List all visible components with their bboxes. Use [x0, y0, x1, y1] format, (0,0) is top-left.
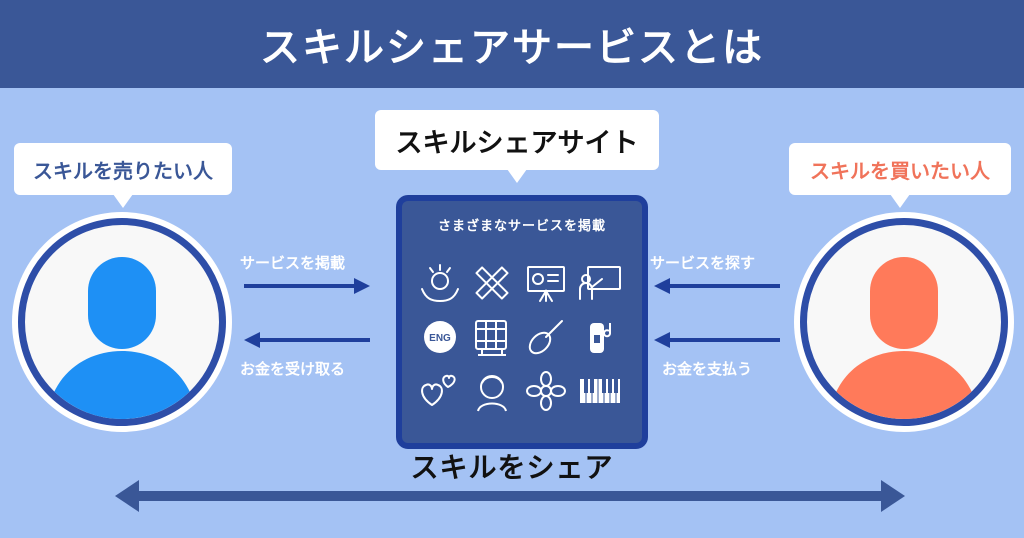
- teaching-icon: [579, 266, 621, 300]
- skill-share-site-box: さまざまなサービスを掲載 ENG: [396, 195, 648, 449]
- buyer-label-bubble: スキルを買いたい人: [789, 143, 1011, 208]
- buyer-avatar: [800, 218, 1008, 426]
- seller-receive-label: お金を受け取る: [240, 360, 346, 378]
- seller-post-arrow: [244, 278, 370, 294]
- buyer-label: スキルを買いたい人: [810, 158, 990, 183]
- site-label-bubble: スキルシェアサイト: [375, 110, 659, 183]
- love-advice-icon: [421, 374, 456, 406]
- share-label: スキルをシェア: [410, 451, 614, 484]
- buyer-search-arrow: [654, 278, 780, 294]
- seller-receive-arrow: [244, 332, 370, 348]
- seller-avatar: [18, 218, 226, 426]
- buyer-pay-arrow: [654, 332, 780, 348]
- buyer-pay-label: お金を支払う: [662, 360, 753, 378]
- seller-post-label: サービスを掲載: [240, 254, 346, 272]
- cooking-icon: [528, 320, 563, 355]
- english-icon-text: ENG: [429, 333, 451, 344]
- seller-label-bubble: スキルを売りたい人: [14, 143, 232, 208]
- craft-tools-icon: [475, 266, 509, 300]
- flower-design-icon: [526, 371, 566, 411]
- share-double-arrow: [115, 480, 905, 512]
- portrait-icon: [477, 375, 507, 412]
- buyer-person-icon: [829, 257, 979, 419]
- header-banner: スキルシェアサービスとは: [0, 0, 1024, 88]
- video-editing-icon: [475, 320, 507, 356]
- english-icon: ENG: [424, 321, 456, 353]
- page-title: スキルシェアサービスとは: [260, 25, 764, 71]
- beauty-icon: [421, 264, 459, 303]
- presentation-icon: [527, 266, 565, 302]
- buyer-search-label: サービスを探す: [650, 254, 756, 272]
- seller-label: スキルを売りたい人: [33, 158, 213, 183]
- site-box-title: さまざまなサービスを掲載: [437, 219, 606, 234]
- seller-person-icon: [47, 257, 197, 419]
- music-icon: [590, 323, 611, 353]
- piano-icon: [580, 379, 620, 403]
- site-label: スキルシェアサイト: [395, 127, 639, 159]
